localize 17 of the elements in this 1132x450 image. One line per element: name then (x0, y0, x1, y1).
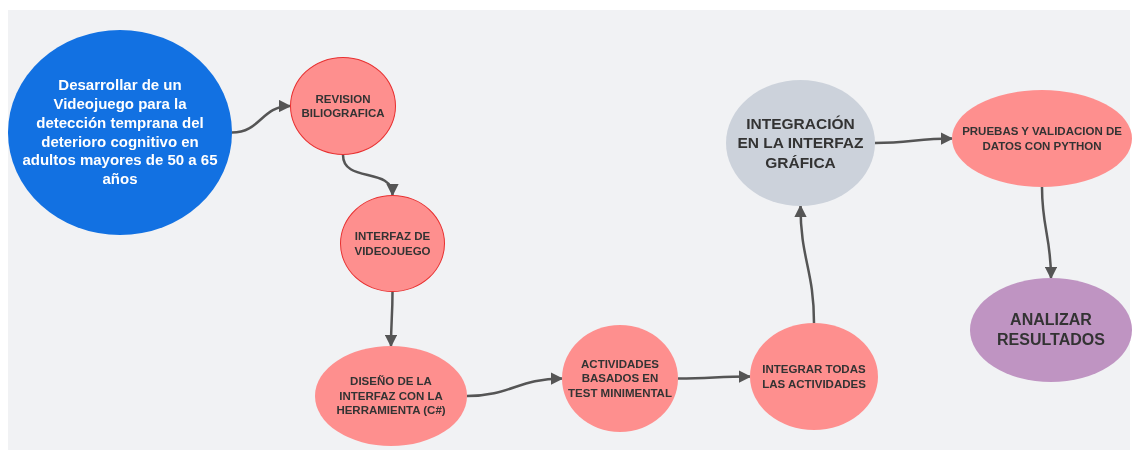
arrow (1040, 186, 1058, 280)
node-label: DISEÑO DE LA INTERFAZ CON LA HERRAMIENTA (C#) (335, 374, 447, 418)
arrow (466, 372, 564, 398)
node-label: INTEGRAR TODAS LAS ACTIVIDADES (761, 362, 867, 391)
node-label: ANALIZAR RESULTADOS (996, 310, 1106, 350)
node-label: PRUEBAS Y VALIDACION DE DATOS CON PYTHON (961, 124, 1123, 153)
arrow (231, 100, 292, 134)
arrow (794, 204, 816, 324)
arrow (875, 132, 954, 145)
node-label: ACTIVIDADES BASADOS EN TEST MINIMENTAL (567, 356, 673, 401)
node-label: REVISION BILIOGRAFICA (300, 91, 386, 121)
node-label: INTEGRACIÓN EN LA INTERFAZ GRÁFICA (736, 113, 865, 173)
arrow (341, 154, 397, 197)
arrow (384, 292, 398, 348)
arrow (678, 370, 752, 383)
node-label: INTERFAZ DE VIDEOJUEGO (353, 229, 432, 258)
node-label: Desarrollar de un Videojuego para la detección temprana del deterioro cognitivo en adultos mayores de 50 a 65 años (21, 76, 219, 189)
